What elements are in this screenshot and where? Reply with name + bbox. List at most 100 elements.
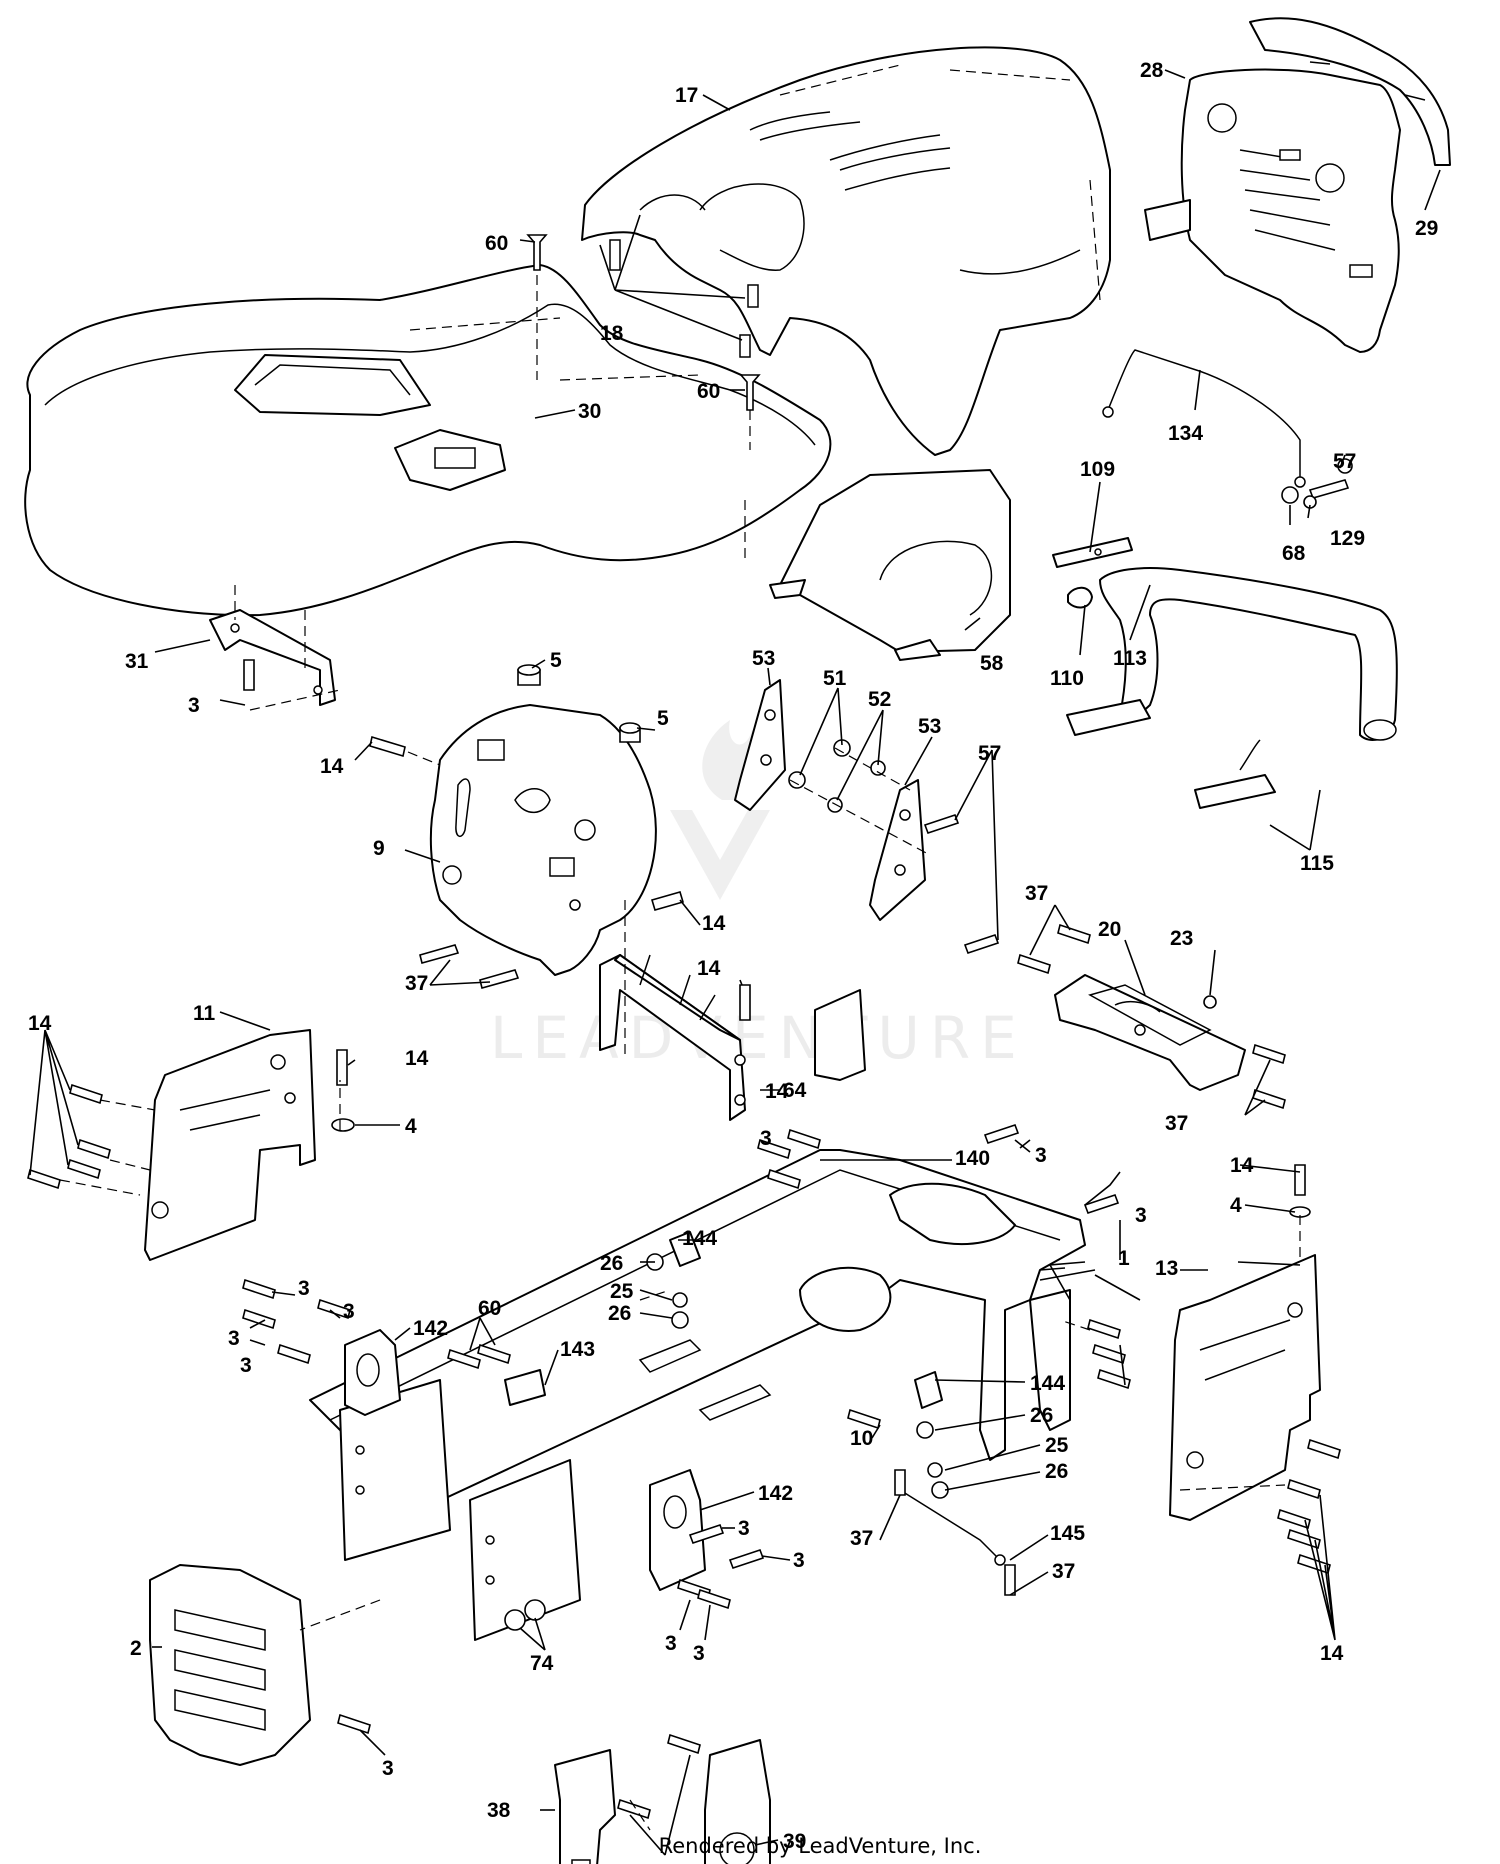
callout-143: 143 [560, 1338, 595, 1361]
callout-3: 3 [343, 1300, 355, 1323]
callout-3: 3 [693, 1642, 705, 1665]
part-110-cap [1067, 586, 1093, 609]
callout-30: 30 [578, 400, 601, 423]
callout-20: 20 [1098, 918, 1121, 941]
callout-17: 17 [675, 84, 698, 107]
callout-37: 37 [405, 972, 428, 995]
callout-115: 115 [1300, 852, 1334, 875]
callout-14: 14 [28, 1012, 52, 1035]
part-31-bracket [209, 585, 336, 706]
callout-60: 60 [485, 232, 508, 255]
callout-1: 1 [1118, 1247, 1130, 1270]
callout-109: 109 [1080, 458, 1115, 481]
callout-37: 37 [850, 1527, 873, 1550]
callout-11: 11 [193, 1002, 216, 1025]
callout-3: 3 [240, 1354, 252, 1377]
part-5-bushings [517, 664, 641, 743]
callout-26: 26 [1030, 1404, 1053, 1427]
callout-labels: 17 28 29 60 18 60 30 134 57 109 129 68 1… [28, 59, 1438, 1864]
callout-3: 3 [665, 1632, 677, 1655]
callout-5: 5 [657, 707, 669, 730]
callout-3: 3 [1035, 1144, 1047, 1167]
watermark-text: LEADVENTURE [490, 1004, 1027, 1072]
callout-142: 142 [758, 1482, 793, 1505]
part-11-side-plate [144, 1029, 316, 1261]
callout-14: 14 [405, 1047, 429, 1070]
callout-26: 26 [600, 1252, 623, 1275]
part-30-fender [24, 264, 832, 617]
callout-140: 140 [955, 1147, 990, 1170]
callout-37: 37 [1052, 1560, 1075, 1583]
callout-9: 9 [373, 837, 385, 860]
part-134-rod [1102, 349, 1306, 488]
callout-28: 28 [1140, 59, 1164, 82]
callout-60: 60 [697, 380, 720, 403]
callout-14: 14 [697, 957, 721, 980]
callout-64: 64 [783, 1079, 807, 1102]
part-64-dash-support [599, 900, 746, 1121]
part-113-bumper-tube [1066, 567, 1398, 809]
callout-29: 29 [1415, 217, 1438, 240]
callout-2: 2 [130, 1637, 142, 1660]
part-58-shield [769, 469, 1011, 661]
callout-68: 68 [1282, 542, 1306, 565]
callout-31: 31 [125, 650, 149, 673]
part-20-plate [1054, 974, 1246, 1091]
callout-18: 18 [600, 322, 624, 345]
part-143-bracket [504, 1369, 546, 1406]
callout-26: 26 [1045, 1460, 1068, 1483]
callout-57: 57 [1333, 450, 1356, 473]
part-53-brackets [734, 679, 926, 921]
callout-14: 14 [1320, 1642, 1344, 1665]
callout-57: 57 [978, 742, 1001, 765]
part-2-front-plate [149, 1564, 311, 1766]
callout-52: 52 [868, 688, 891, 711]
callout-144: 144 [682, 1227, 717, 1250]
callout-74: 74 [530, 1652, 554, 1675]
assembly-lines [59, 275, 1301, 1831]
callout-113: 113 [1113, 647, 1147, 670]
callout-37: 37 [1025, 882, 1048, 905]
callout-3: 3 [793, 1549, 805, 1572]
callout-37: 37 [1165, 1112, 1188, 1135]
callout-3: 3 [738, 1517, 750, 1540]
callout-4: 4 [405, 1115, 417, 1138]
callout-3: 3 [298, 1277, 310, 1300]
part-9-dash-panel [429, 704, 657, 976]
callout-25: 25 [610, 1280, 634, 1303]
callout-5: 5 [550, 649, 562, 672]
callout-23: 23 [1170, 927, 1193, 950]
part-13-side-plate [1169, 1254, 1321, 1521]
callout-25: 25 [1045, 1434, 1069, 1457]
part-28-grille [1144, 68, 1401, 353]
callout-3: 3 [228, 1327, 240, 1350]
callout-60: 60 [478, 1297, 501, 1320]
callout-129: 129 [1330, 527, 1365, 550]
callout-14: 14 [702, 912, 726, 935]
callout-3: 3 [655, 1862, 667, 1864]
render-credit: Rendered by LeadVenture, Inc. [658, 1834, 982, 1858]
part-109-strip [1052, 537, 1133, 568]
part-29-grille-cap [1249, 17, 1451, 166]
callout-3: 3 [382, 1757, 394, 1780]
callout-39: 39 [783, 1830, 806, 1853]
part-38-bracket [554, 1749, 616, 1864]
callout-134: 134 [1168, 422, 1203, 445]
callout-51: 51 [823, 667, 847, 690]
callout-14: 14 [765, 1080, 789, 1103]
callout-3: 3 [1135, 1204, 1147, 1227]
callout-14: 14 [320, 755, 344, 778]
part-142-brackets [344, 1329, 706, 1591]
callout-38: 38 [487, 1799, 511, 1822]
callout-26: 26 [608, 1302, 631, 1325]
part-145-rod [899, 1489, 1006, 1566]
callout-13: 13 [1155, 1257, 1178, 1280]
callout-4: 4 [1230, 1194, 1242, 1217]
part-17-hood [581, 46, 1111, 456]
callout-53: 53 [918, 715, 941, 738]
callout-53: 53 [752, 647, 775, 670]
callout-145: 145 [1050, 1522, 1085, 1545]
leader-lines [29, 69, 1441, 1856]
